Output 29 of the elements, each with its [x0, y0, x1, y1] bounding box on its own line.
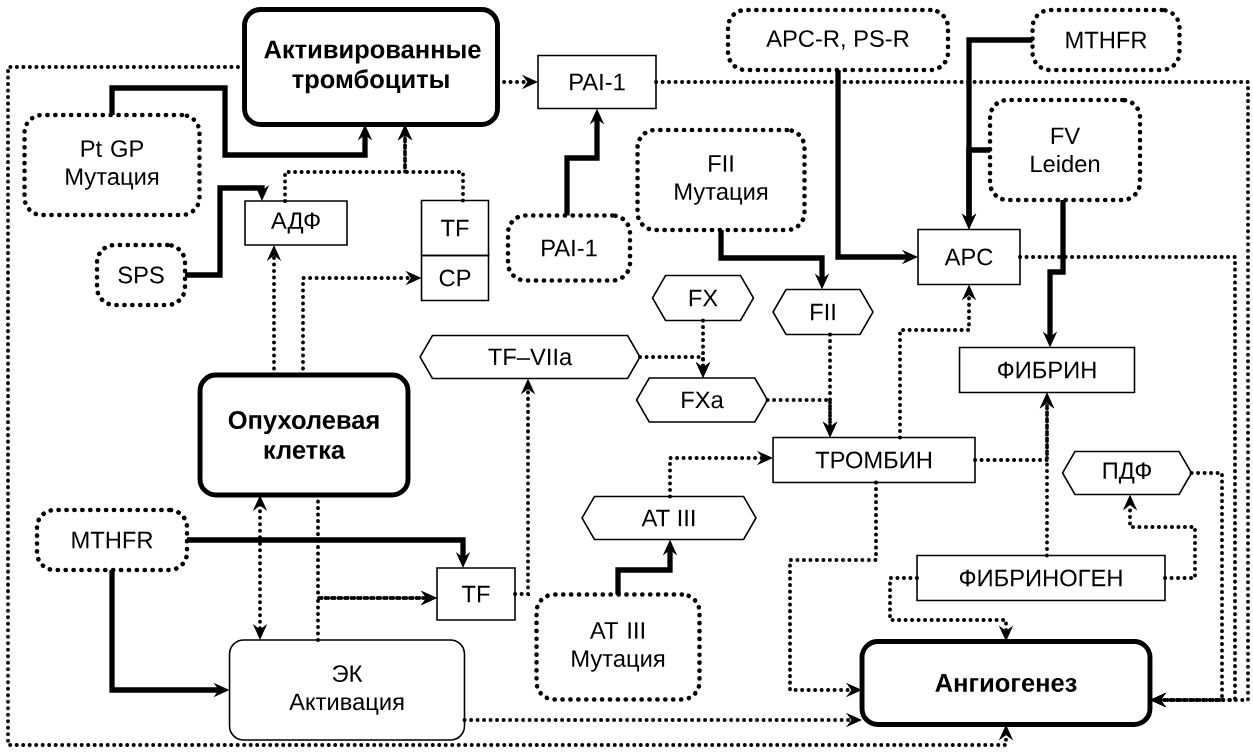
process-box: TF — [420, 199, 490, 257]
process-box: ФИБРИНОГЕН — [916, 554, 1166, 602]
hexagon-box: TF–VIIa — [419, 334, 641, 380]
process-box: APC — [917, 228, 1021, 286]
process-box: ФИБРИН — [958, 346, 1136, 394]
dotted-box: PAI-1 — [505, 213, 633, 283]
process-box: ТРОМБИН — [772, 436, 976, 484]
dotted-box: APC-R, PS-R — [725, 7, 951, 73]
dotted-box: MTHFR — [1030, 7, 1182, 73]
process-box: CP — [420, 254, 490, 302]
hexagon-box: FXa — [635, 377, 769, 423]
process-box: АДФ — [244, 200, 348, 246]
dotted-box: MTHFR — [34, 507, 190, 573]
dotted-box: AT III Мутация — [534, 592, 702, 702]
dotted-box: FII Мутация — [635, 127, 807, 233]
arrow — [185, 184, 270, 278]
hexagon-box: ПДФ — [1061, 450, 1193, 496]
process-box: TF — [436, 567, 516, 621]
hexagon-box: FX — [651, 274, 755, 322]
dotted-box: Pt GP Мутация — [22, 112, 202, 218]
hexagon-box: AT III — [581, 495, 757, 541]
rounded-box: Опухолевая клетка — [197, 372, 411, 498]
rounded-box: Ангиогенез — [859, 639, 1153, 727]
dotted-box: FV Leiden — [987, 97, 1143, 203]
rounded-box: Активированные тромбоциты — [242, 7, 500, 127]
process-box: PAI-1 — [537, 54, 657, 110]
rounded-box: ЭК Активация — [228, 639, 466, 741]
hexagon-box: FII — [772, 288, 874, 336]
dotted-box: SPS — [94, 242, 188, 308]
